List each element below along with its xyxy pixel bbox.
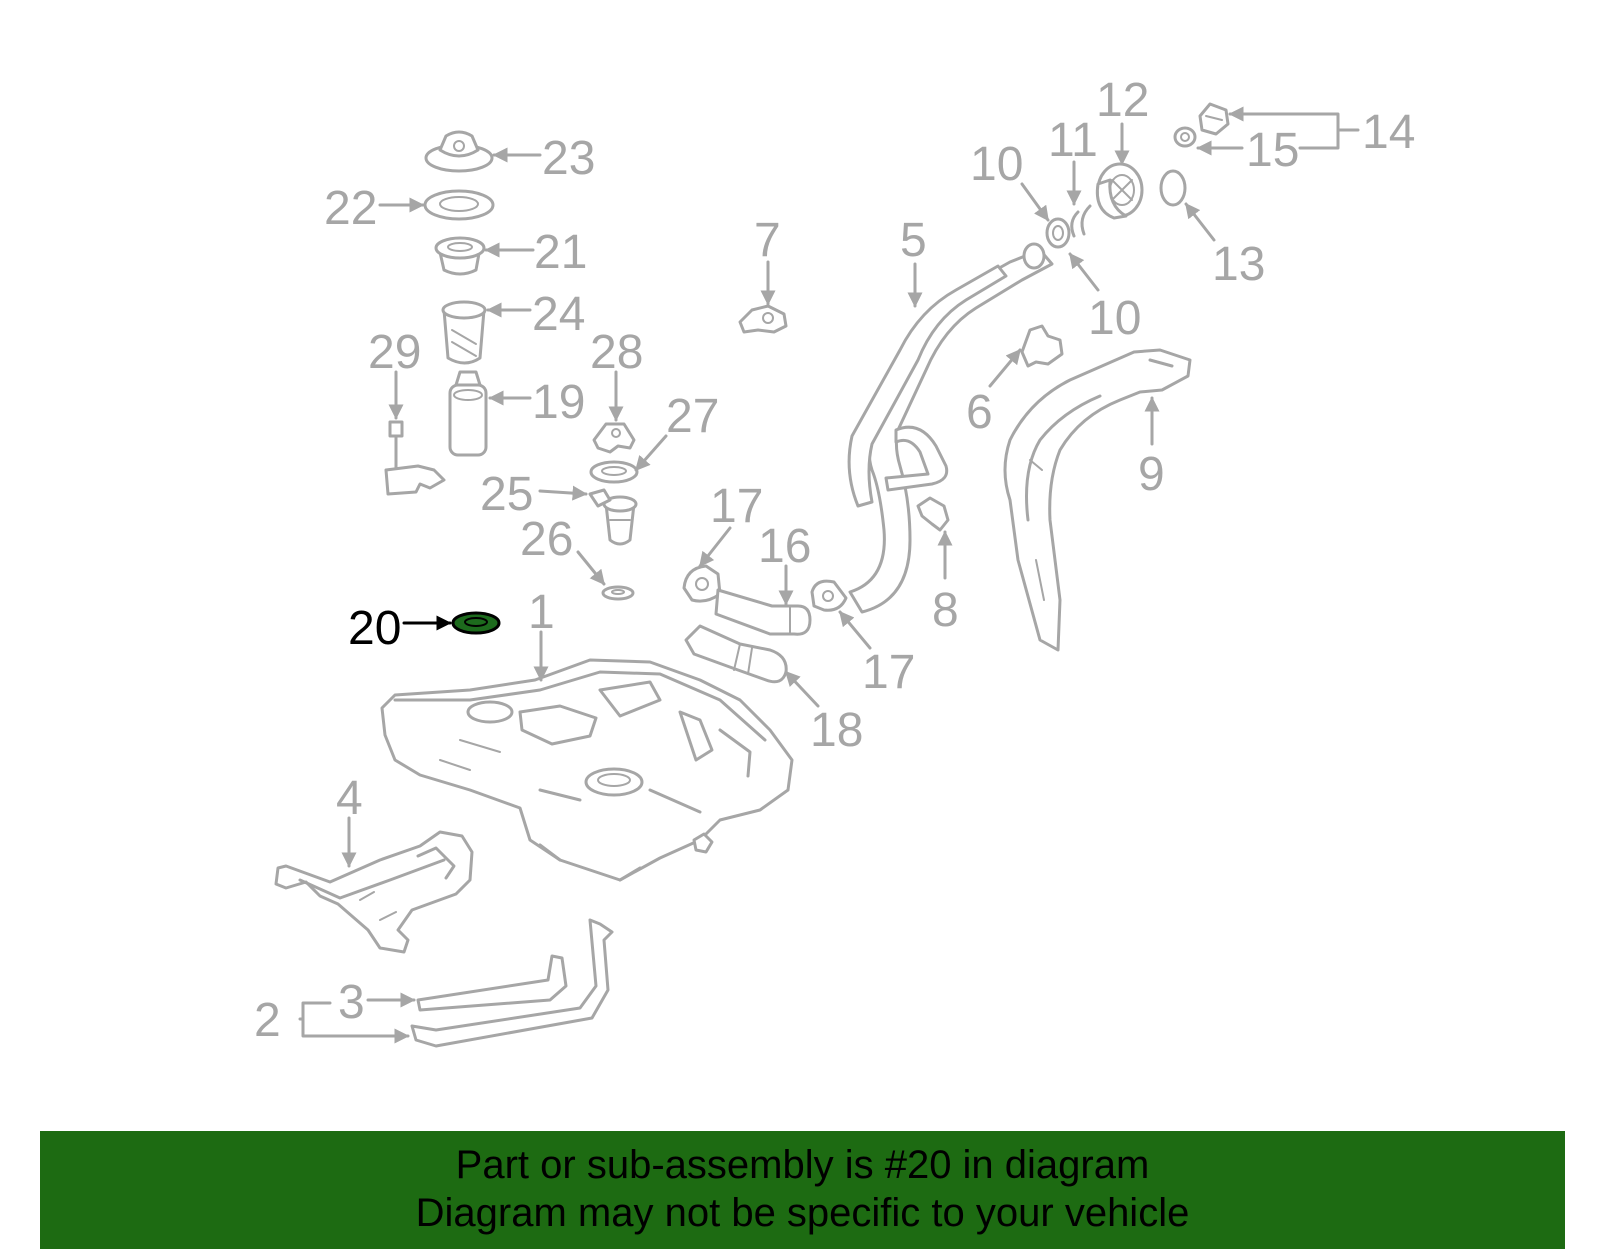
banner-line-part: Part or sub-assembly is #20 in diagram [455, 1143, 1150, 1187]
callout-2: 2 [254, 994, 281, 1047]
part-26-oring[interactable] [601, 585, 635, 601]
callout-22: 22 [324, 182, 377, 235]
callout-26: 26 [520, 513, 573, 566]
part-28-bracket[interactable] [592, 422, 636, 454]
callout-17-left: 17 [710, 480, 763, 533]
part-27-ring[interactable] [589, 460, 639, 484]
callout-21: 21 [534, 226, 587, 279]
part-21-retainer[interactable] [434, 236, 486, 276]
part-1-fuel-tank[interactable] [380, 658, 794, 882]
callout-20: 20 [348, 602, 401, 655]
callout-5: 5 [900, 214, 927, 267]
part-2-strap[interactable] [410, 918, 614, 1048]
part-6-clip[interactable] [1020, 324, 1064, 368]
callout-12: 12 [1096, 74, 1149, 127]
callout-17-right: 17 [862, 646, 915, 699]
callout-28: 28 [590, 326, 643, 379]
part-10-seal[interactable] [1045, 217, 1071, 249]
part-15-grommet[interactable] [1173, 126, 1197, 148]
part-25-regulator[interactable] [588, 488, 638, 546]
part-29-sender[interactable] [384, 420, 446, 496]
callout-4: 4 [336, 772, 363, 825]
part-13-oring[interactable] [1159, 169, 1187, 207]
callout-10-bottom: 10 [1088, 292, 1141, 345]
part-5-filler-pipe[interactable] [847, 242, 1054, 614]
part-22-gasket[interactable] [423, 189, 495, 221]
part-24-filter[interactable] [441, 300, 487, 365]
callout-3: 3 [338, 976, 365, 1029]
part-7-clamp[interactable] [738, 304, 788, 334]
part-14-valve[interactable] [1198, 102, 1230, 136]
callout-8: 8 [932, 584, 959, 637]
part-23-cover[interactable] [424, 130, 494, 173]
banner-line-disclaimer: Diagram may not be specific to your vehi… [415, 1191, 1190, 1235]
callout-1: 1 [528, 586, 555, 639]
callout-27: 27 [666, 390, 719, 443]
part-4-protector[interactable] [274, 830, 474, 954]
part-12-filler-cap[interactable] [1095, 162, 1144, 220]
callout-6: 6 [966, 386, 993, 439]
callout-11: 11 [1048, 114, 1098, 167]
callout-25: 25 [480, 468, 533, 521]
info-banner: Part or sub-assembly is #20 in diagram D… [40, 1131, 1565, 1249]
part-11-clip[interactable] [1070, 204, 1092, 238]
callout-9: 9 [1138, 448, 1165, 501]
part-16-hose[interactable] [714, 588, 812, 636]
callout-15: 15 [1246, 124, 1299, 177]
callout-7: 7 [754, 214, 781, 267]
part-19-fuel-pump[interactable] [448, 370, 488, 457]
part-17-clamp-right[interactable] [810, 579, 848, 612]
callout-14: 14 [1362, 106, 1415, 159]
part-3-strap[interactable] [416, 954, 568, 1012]
part-17-clamp-left[interactable] [682, 564, 722, 603]
callout-24: 24 [532, 288, 585, 341]
callout-10-top: 10 [970, 138, 1023, 191]
part-9-shield[interactable] [1003, 348, 1192, 652]
callout-23: 23 [542, 132, 595, 185]
callout-29: 29 [368, 326, 421, 379]
part-8-clip[interactable] [916, 496, 950, 532]
callout-labels: 23 22 21 24 29 28 19 27 25 26 20 1 4 3 2… [254, 74, 1415, 1047]
callout-16: 16 [758, 520, 811, 573]
callout-18: 18 [810, 704, 863, 757]
leader-lines [298, 106, 1360, 1044]
callout-13: 13 [1212, 238, 1265, 291]
part-20-gasket[interactable] [451, 611, 501, 635]
callout-19: 19 [532, 376, 585, 429]
